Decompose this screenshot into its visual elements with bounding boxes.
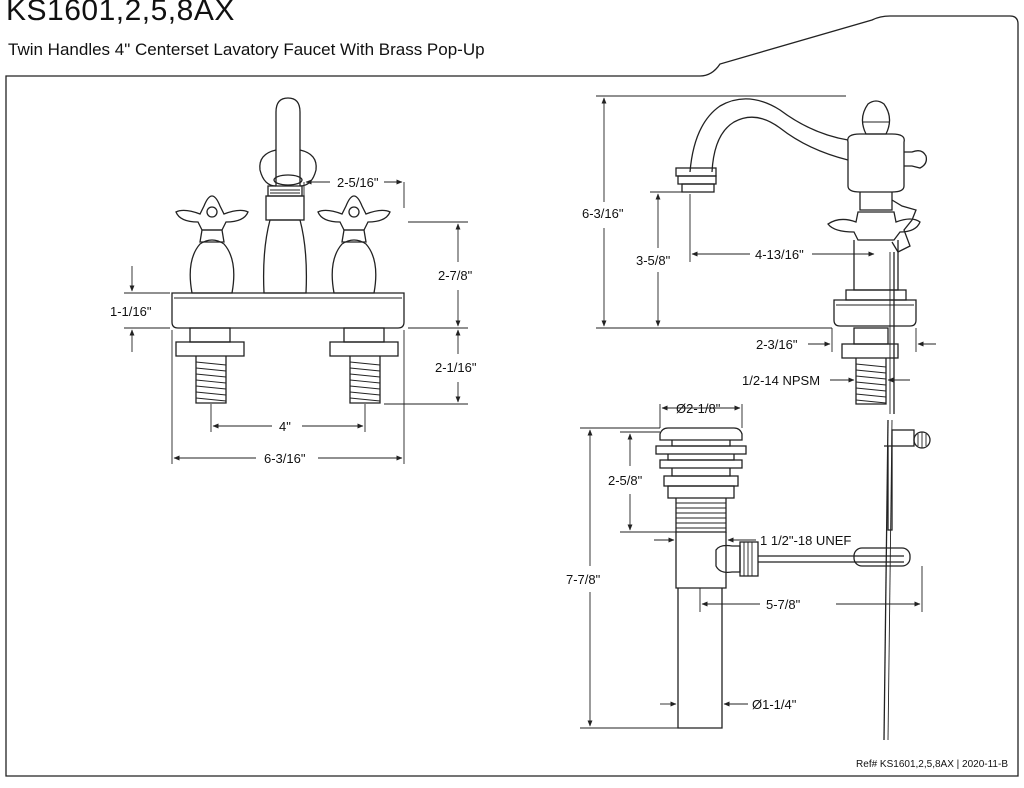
dim-1-1-16: 1-1/16" <box>110 304 152 319</box>
dim-dia-2-1-8: Ø2-1/8" <box>676 401 721 416</box>
dim-2-5-8: 2-5/8" <box>608 473 643 488</box>
side-view-labels: 6-3/16" 3-5/8" 4-13/16" 2-3/16" 1/2-14 N… <box>582 206 820 388</box>
front-view-dimension-lines <box>124 179 468 464</box>
front-view-faucet <box>171 97 405 404</box>
dim-5-7-8: 5-7/8" <box>766 597 801 612</box>
model-title: KS1601,2,5,8AX <box>6 0 235 27</box>
dim-6-3-16-height: 6-3/16" <box>582 206 624 221</box>
reference-number: Ref# KS1601,2,5,8AX | 2020-11-B <box>856 759 1008 770</box>
dim-4-inch: 4" <box>279 419 291 434</box>
dim-4-13-16: 4-13/16" <box>755 247 804 262</box>
popup-drain <box>655 427 931 729</box>
dim-2-3-16: 2-3/16" <box>756 337 798 352</box>
drain-labels: Ø2-1/8" 2-5/8" 1 1/2"-18 UNEF 7-7/8" 5-7… <box>566 401 851 712</box>
dim-unef-thread: 1 1/2"-18 UNEF <box>760 533 851 548</box>
drain-dimension-lines <box>580 404 923 729</box>
dim-dia-1-1-4: Ø1-1/4" <box>752 697 797 712</box>
dim-2-1-16: 2-1/16" <box>435 360 477 375</box>
dim-7-7-8: 7-7/8" <box>566 572 601 587</box>
front-view-labels: 2-5/16" 2-7/8" 1-1/16" 2-1/16" 4" 6-3/16… <box>110 175 477 466</box>
dim-6-3-16-width: 6-3/16" <box>264 451 306 466</box>
drawing-frame <box>5 15 1019 777</box>
dim-npsm: 1/2-14 NPSM <box>742 373 820 388</box>
product-description: Twin Handles 4" Centerset Lavatory Fauce… <box>8 40 485 59</box>
side-view-faucet <box>675 98 928 741</box>
dim-3-5-8: 3-5/8" <box>636 253 671 268</box>
dim-2-5-16: 2-5/16" <box>337 175 379 190</box>
dim-2-7-8: 2-7/8" <box>438 268 473 283</box>
side-view-dimension-lines <box>596 95 936 383</box>
